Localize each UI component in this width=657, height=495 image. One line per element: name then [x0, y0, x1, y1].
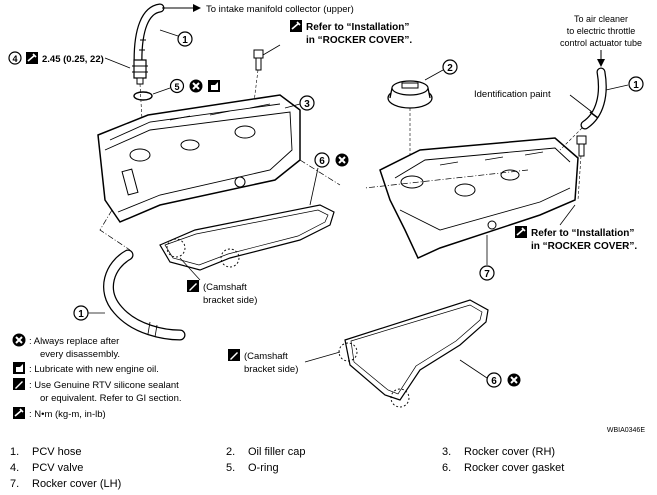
svg-text:1: 1	[182, 35, 188, 46]
svg-text:6: 6	[491, 376, 497, 387]
cover-bolt-lh	[576, 135, 587, 201]
figure-code: WBIA0346E	[607, 427, 645, 434]
svg-text:bracket side): bracket side)	[203, 295, 257, 306]
svg-text:7: 7	[484, 269, 490, 280]
svg-text:(Camshaft: (Camshaft	[203, 282, 247, 293]
svg-text:1: 1	[78, 309, 84, 320]
callout-6-top: 6	[309, 152, 350, 206]
oil-filler-cap	[387, 80, 433, 165]
callout-1-right: 1	[605, 76, 644, 92]
rtv-sealant-icon-2	[228, 349, 240, 361]
svg-text:6: 6	[319, 156, 325, 167]
torque-wrench-icon-legend	[12, 406, 26, 420]
parts-list-item: 1.PCV hose	[10, 446, 82, 458]
parts-list-item: 7.Rocker cover (LH)	[10, 478, 122, 490]
svg-text:control actuator tube: control actuator tube	[560, 38, 642, 48]
rocker-cover-gasket-rh	[159, 204, 335, 271]
torque-wrench-icon	[25, 51, 39, 65]
rocker-cover-rh	[97, 94, 301, 223]
svg-text:Refer to “Installation”: Refer to “Installation”	[531, 228, 634, 239]
to-intake-label: To intake manifold collector (upper)	[206, 4, 354, 15]
callout-2: 2	[424, 59, 458, 81]
svg-text:or equivalent. Refer to GI sec: or equivalent. Refer to GI section.	[40, 393, 182, 404]
rtv-sealant-icon-legend	[13, 378, 25, 390]
callout-5: 5	[152, 78, 220, 95]
torque-wrench-icon-2	[289, 19, 303, 33]
parts-list-item: 2.Oil filler cap	[226, 446, 306, 458]
callout-7: 7	[479, 235, 495, 281]
svg-text:in “ROCKER COVER”.: in “ROCKER COVER”.	[306, 35, 412, 46]
svg-text:4: 4	[12, 54, 17, 64]
svg-text:3: 3	[304, 99, 310, 110]
svg-text:: N•m (kg-m, in-lb): : N•m (kg-m, in-lb)	[29, 409, 106, 420]
legend: : Always replace after every disassembly…	[11, 332, 182, 420]
pcv-hose-rh	[580, 67, 607, 130]
callout-1-top: 1	[159, 29, 193, 47]
pcv-hose-upper	[133, 3, 201, 65]
callout-3: 3	[284, 95, 315, 111]
rocker-cover-gasket-lh	[338, 299, 489, 408]
parts-list-item: 3.Rocker cover (RH)	[442, 446, 556, 458]
svg-text:(Camshaft: (Camshaft	[244, 351, 288, 362]
svg-text:in “ROCKER COVER”.: in “ROCKER COVER”.	[531, 241, 637, 252]
identification-paint-label: Identification paint	[474, 89, 551, 100]
svg-text:to electric throttle: to electric throttle	[567, 26, 636, 36]
svg-text:every disassembly.: every disassembly.	[40, 349, 120, 360]
svg-text:: Use Genuine RTV silicone sea: : Use Genuine RTV silicone sealant	[29, 380, 179, 391]
parts-list-item: 6.Rocker cover gasket	[442, 462, 565, 474]
rocker-cover-lh	[379, 137, 579, 259]
callout-4: 4	[8, 51, 22, 65]
lube-oil-can-icon	[13, 362, 25, 374]
svg-text:2: 2	[447, 63, 453, 74]
pcv-valve	[132, 59, 148, 85]
rtv-sealant-icon	[187, 280, 199, 292]
callout-1-lower: 1	[73, 305, 105, 321]
parts-list-item: 4.PCV valve	[10, 462, 84, 474]
svg-text:To air cleaner: To air cleaner	[574, 14, 628, 24]
svg-text:: Always replace after: : Always replace after	[29, 336, 119, 347]
replace-x-icon	[11, 332, 27, 348]
pcv-hose-lower	[103, 249, 186, 341]
svg-text:bracket side): bracket side)	[244, 364, 298, 375]
torque-wrench-icon-3	[514, 225, 528, 239]
torque-value: 2.45 (0.25, 22)	[42, 54, 104, 65]
svg-text:: Lubricate with new engine oi: : Lubricate with new engine oil.	[29, 364, 159, 375]
svg-text:1: 1	[633, 80, 639, 91]
svg-text:Refer to “Installation”: Refer to “Installation”	[306, 22, 409, 33]
parts-list-item: 5.O-ring	[226, 462, 279, 474]
o-ring	[133, 91, 153, 101]
svg-text:5: 5	[174, 82, 179, 92]
callout-6-lower: 6	[459, 359, 522, 388]
